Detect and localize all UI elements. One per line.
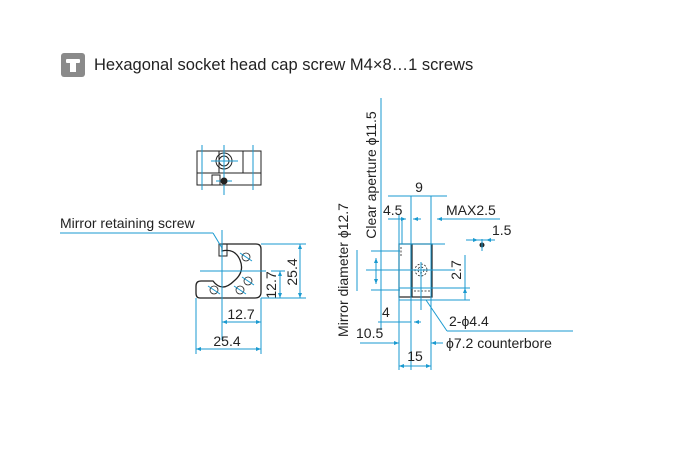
- counterbore-spec: ϕ7.2 counterbore: [446, 335, 552, 351]
- dim-10-5: 10.5: [356, 325, 383, 341]
- label-mirror-diameter: Mirror diameter ϕ12.7: [335, 203, 351, 337]
- header-title: Hexagonal socket head cap screw M4×8…1 s…: [94, 55, 474, 74]
- dim-height-center: 12.7: [263, 271, 279, 298]
- dim-height-total: 25.4: [284, 258, 300, 285]
- dim-2-7: 2.7: [448, 260, 464, 280]
- dim-9: 9: [415, 179, 423, 195]
- top-view: [196, 145, 262, 195]
- dim-width-total: 25.4: [213, 333, 240, 349]
- front-view: Mirror retaining screw 25.4 12.7 12.7 25…: [60, 215, 306, 354]
- screw-icon: [61, 53, 85, 77]
- dim-max2-5: MAX2.5: [446, 202, 496, 218]
- dim-1-5: 1.5: [492, 222, 512, 238]
- dim-width-center: 12.7: [227, 306, 254, 322]
- label-clear-aperture: Clear aperture ϕ11.5: [363, 111, 379, 239]
- header: Hexagonal socket head cap screw M4×8…1 s…: [61, 53, 473, 77]
- callout-mirror-retaining-screw: Mirror retaining screw: [60, 215, 195, 231]
- dim-4: 4: [382, 304, 390, 320]
- side-view: Clear aperture ϕ11.5 Mirror diameter ϕ12…: [335, 98, 573, 370]
- hole-spec: 2-ϕ4.4: [449, 313, 489, 329]
- dim-15: 15: [407, 348, 423, 364]
- dim-4-5: 4.5: [383, 202, 403, 218]
